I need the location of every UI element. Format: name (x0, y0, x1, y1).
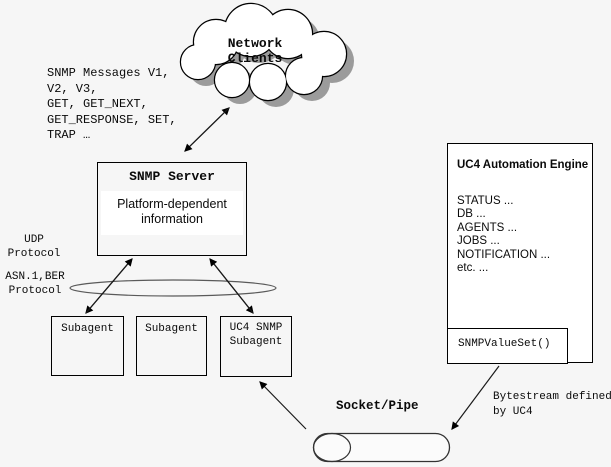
arrow-cloud-snmp-server (184, 107, 230, 152)
snmp-messages-line: TRAP … (47, 128, 91, 142)
uc4-engine-item: NOTIFICATION ... (457, 248, 551, 261)
snmpvalueset-box: SNMPValueSet() (447, 328, 568, 364)
arrow-server-subagent1 (85, 258, 133, 314)
platform-info-line1: Platform-dependent (117, 197, 227, 211)
uc4-engine-item: etc. ... (457, 262, 489, 275)
uc4-automation-engine-box: UC4 Automation Engine STATUS ... DB ... … (447, 143, 593, 364)
snmp-messages-line: GET, GET_NEXT, (47, 97, 148, 111)
bytestream-line2: by UC4 (493, 406, 533, 418)
cloud-label: Network Clients (195, 36, 315, 66)
arrow-pipe-to-uc4-subagent (259, 381, 307, 430)
subagent-box-1: Subagent (51, 316, 124, 376)
snmp-server-box: SNMP Server Platform-dependent informati… (97, 162, 247, 256)
udp-protocol-line1: UDP (24, 234, 44, 246)
snmp-server-title: SNMP Server (129, 169, 215, 184)
uc4-snmp-subagent-line1: UC4 SNMP (229, 322, 283, 334)
cloud-label-line2: Clients (227, 51, 283, 66)
protocol-boundary-ellipse (69, 279, 277, 297)
uc4-snmp-subagent-line2: Subagent (229, 336, 283, 348)
socket-pipe-cylinder (312, 432, 451, 463)
uc4-engine-item-list: STATUS ... DB ... AGENTS ... JOBS ... NO… (457, 195, 550, 275)
asn1-ber-line1: ASN.1,BER (5, 271, 65, 283)
subagent-2-label: Subagent (145, 323, 198, 335)
snmp-messages-label: SNMP Messages V1, V2, V3, GET, GET_NEXT,… (47, 66, 177, 144)
snmp-messages-line: GET_RESPONSE, SET, (47, 112, 177, 127)
platform-info-panel: Platform-dependent information (101, 191, 243, 235)
socket-pipe-label: Socket/Pipe (336, 399, 419, 413)
uc4-snmp-subagent-box: UC4 SNMP Subagent (220, 316, 292, 377)
snmp-messages-line: SNMP Messages V1, (47, 66, 170, 80)
snmp-messages-line: V2, V3, (47, 81, 98, 96)
asn1-ber-line2: Protocol (8, 284, 62, 297)
uc4-engine-item: JOBS ... (457, 235, 500, 248)
uc4-engine-item: DB ... (457, 208, 486, 221)
uc4-engine-title: UC4 Automation Engine (457, 159, 589, 171)
pipe-end-cap (312, 432, 352, 463)
bytestream-label: Bytestream defined by UC4 (493, 390, 611, 420)
udp-protocol-line2: Protocol (7, 247, 61, 260)
arrow-valueset-to-pipe (451, 365, 500, 430)
subagent-box-2: Subagent (136, 316, 207, 376)
asn1-ber-protocol-label: ASN.1,BER Protocol (1, 271, 69, 298)
arrow-server-uc4-subagent (209, 258, 254, 314)
bytestream-line1: Bytestream defined (493, 391, 611, 403)
uc4-engine-item: STATUS ... (457, 195, 514, 207)
udp-protocol-label: UDP Protocol (4, 234, 64, 261)
subagent-1-label: Subagent (61, 323, 114, 335)
uc4-engine-item: AGENTS ... (457, 221, 518, 234)
platform-info-line2: information (141, 212, 203, 226)
snmpvalueset-label: SNMPValueSet() (458, 338, 551, 350)
cloud-label-line1: Network (227, 36, 283, 51)
